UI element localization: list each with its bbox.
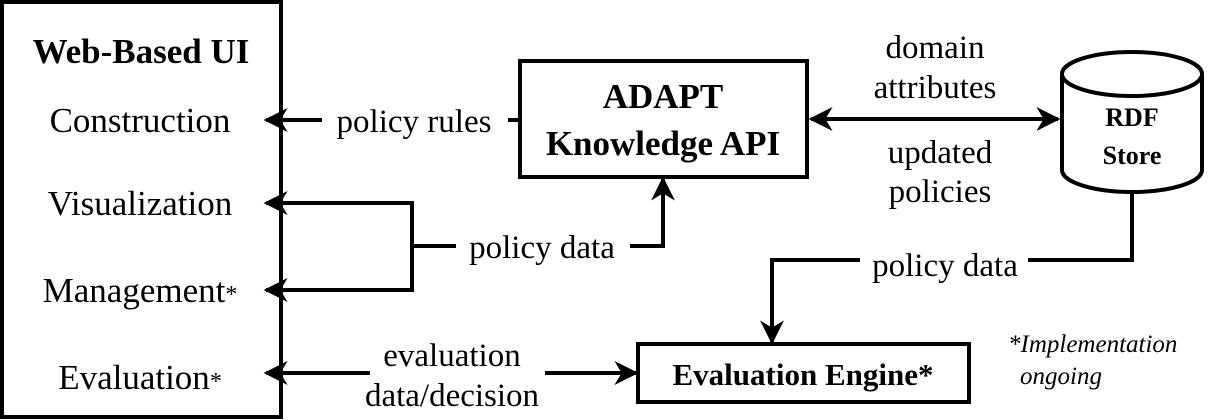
edge-api-rdf: domain attributes updated policies	[808, 30, 1061, 210]
ui-item-visualization: Visualization	[48, 184, 233, 223]
footnote-line1: *Implementation	[1008, 331, 1177, 358]
evaluation-engine-label: Evaluation Engine*	[673, 357, 934, 392]
evaluation-engine-box: Evaluation Engine*	[636, 342, 971, 404]
knowledge-api-line2: Knowledge API	[546, 124, 780, 163]
ui-item-evaluation: Evaluation*	[58, 358, 222, 397]
edge-updated-policies-line1: updated	[888, 135, 993, 171]
web-ui-box-border	[0, 0, 283, 419]
edge-evaluation-line2: data/decision	[365, 378, 539, 414]
evaluation-engine-box-border	[636, 342, 971, 404]
footnote-line2: ongoing	[1020, 363, 1102, 390]
ui-item-construction: Construction	[50, 101, 231, 140]
edge-policy-data-ui-up	[630, 176, 675, 248]
ui-item-management: Management*	[43, 271, 238, 310]
edge-domain-attributes-line1: domain	[886, 30, 985, 66]
web-ui-title: Web-Based UI	[33, 32, 250, 71]
web-ui-box: Web-Based UI Construction Visualization …	[0, 0, 283, 419]
edge-policy-data-store-left	[760, 258, 860, 345]
knowledge-api-box: ADAPT Knowledge API	[518, 59, 809, 179]
rdf-store-cylinder: RDF Store	[1060, 50, 1204, 194]
knowledge-api-box-border	[518, 59, 809, 179]
edge-policy-data-store-right	[1028, 194, 1134, 262]
edge-updated-policies-line2: policies	[889, 174, 992, 210]
rdf-store-body	[1060, 74, 1204, 194]
rdf-store-line1: RDF	[1105, 103, 1158, 132]
edge-policy-rules: policy rules	[263, 104, 518, 140]
edge-evaluation-line1: evaluation	[383, 338, 520, 374]
edge-evaluation: evaluation data/decision	[263, 338, 639, 414]
edge-policy-data-ui-label: policy data	[469, 230, 615, 266]
edge-policy-data-ui-bracket	[266, 201, 414, 292]
edge-policy-data-store: policy data	[760, 194, 1134, 345]
edge-domain-attributes-line2: attributes	[874, 70, 997, 106]
edge-policy-data-store-label: policy data	[872, 248, 1018, 284]
edge-policy-data-ui: policy data	[263, 176, 675, 302]
knowledge-api-line1: ADAPT	[603, 77, 724, 116]
rdf-store-line2: Store	[1103, 141, 1162, 170]
edge-policy-rules-label: policy rules	[337, 104, 492, 140]
footnote: *Implementation ongoing	[1008, 331, 1177, 390]
rdf-store-top	[1060, 50, 1204, 98]
